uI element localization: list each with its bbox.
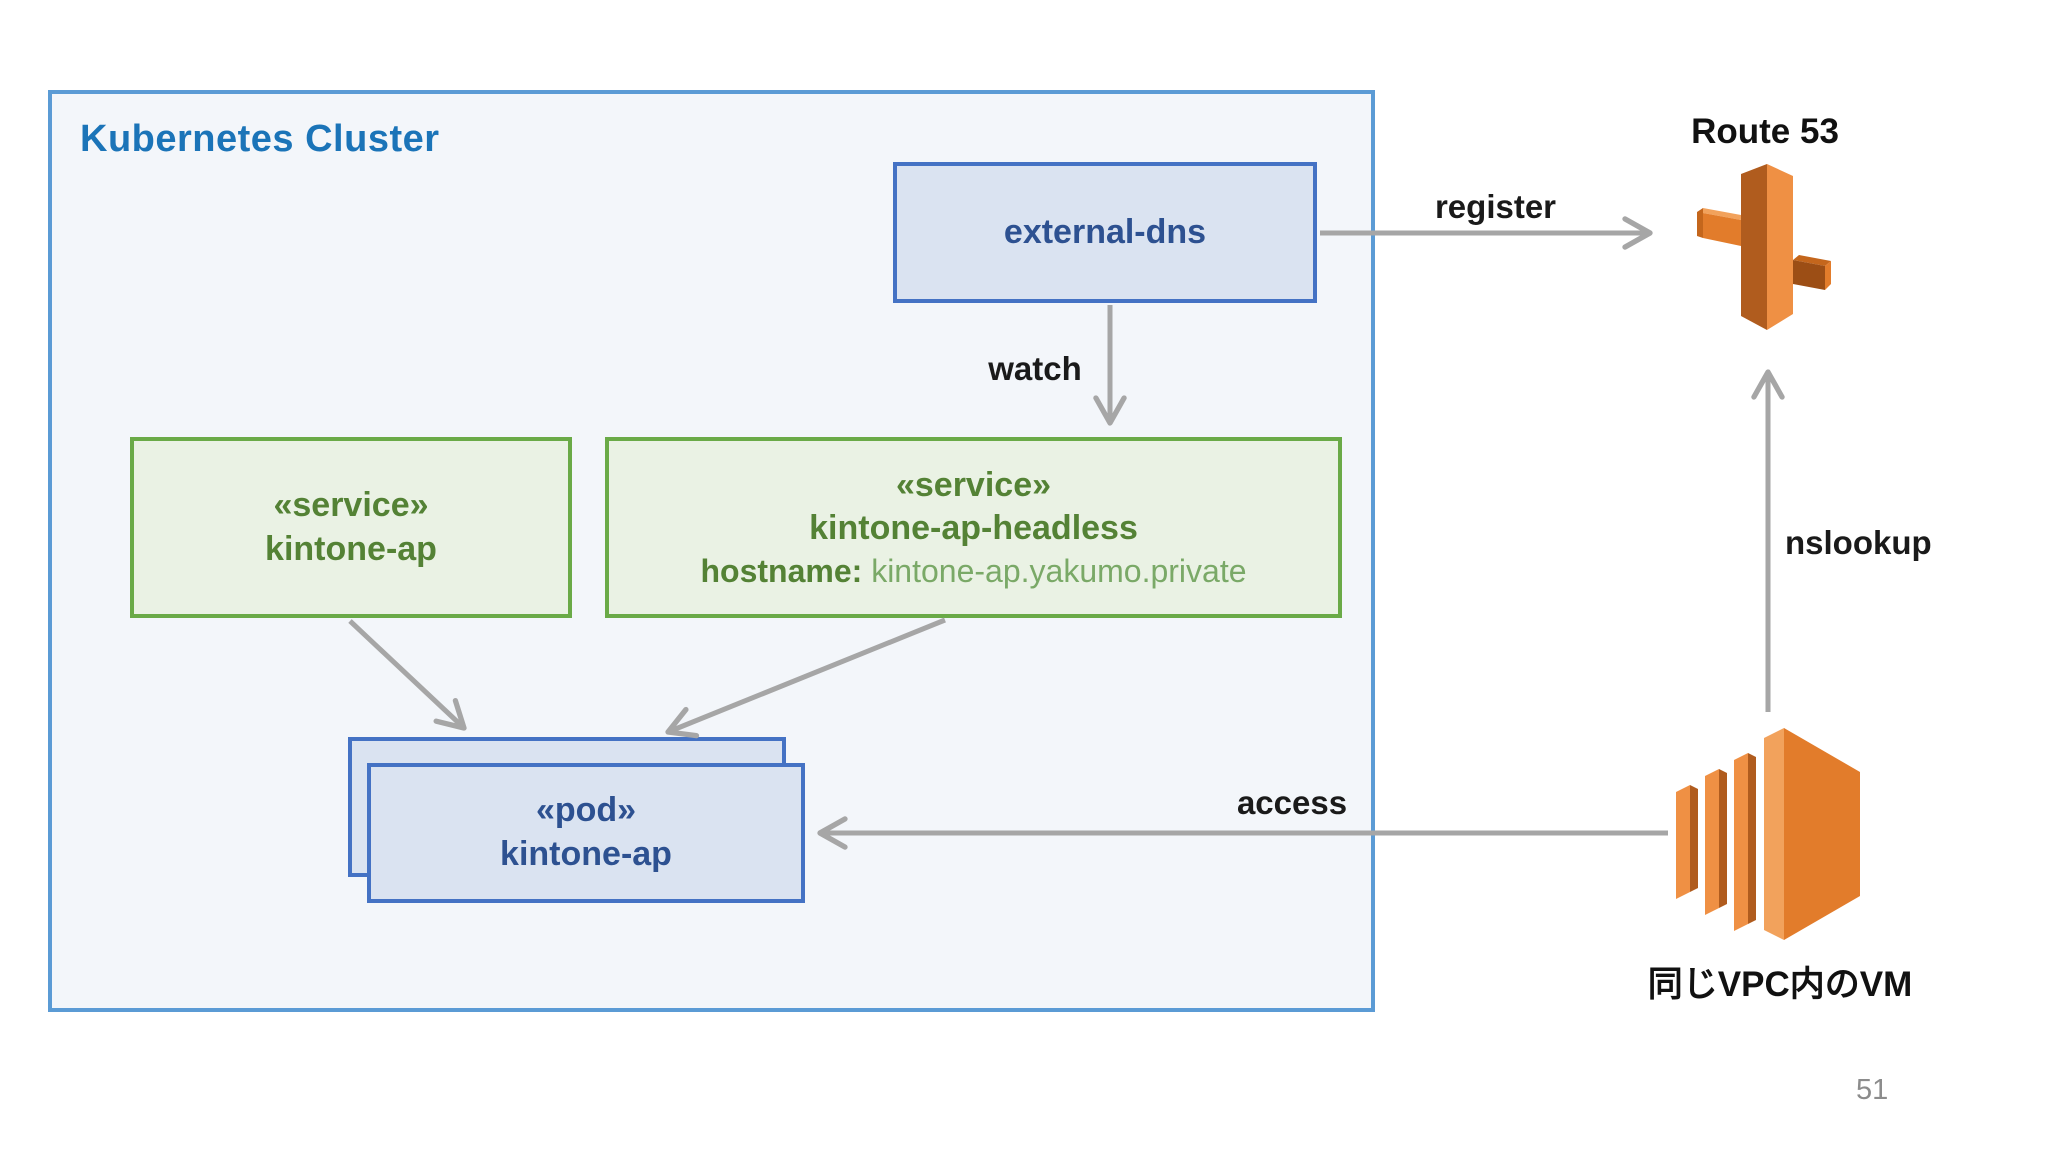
external-dns-label: external-dns bbox=[1003, 212, 1207, 251]
service-name: kintone-ap bbox=[265, 529, 437, 568]
vm-label: 同じVPC内のVM bbox=[1647, 965, 1913, 1004]
route53-right-arm-cap bbox=[1825, 261, 1831, 290]
vm-block-main-face bbox=[1784, 728, 1860, 940]
route53-left-arm-front bbox=[1703, 213, 1741, 246]
route53-left-arm-top bbox=[1703, 208, 1741, 220]
service-kintone-ap-node: «service» kintone-ap bbox=[130, 437, 572, 618]
service-name: kintone-ap-headless bbox=[809, 509, 1138, 548]
vm-slat2-side bbox=[1719, 769, 1727, 908]
vm-block-left-face bbox=[1764, 728, 1784, 940]
route53-post-right-face bbox=[1767, 164, 1793, 330]
service-kintone-ap-headless-node: «service» kintone-ap-headless hostname: … bbox=[605, 437, 1342, 618]
pod-name: kintone-ap bbox=[500, 835, 672, 873]
cluster-title: Kubernetes Cluster bbox=[80, 118, 440, 160]
route53-right-arm-front bbox=[1793, 260, 1825, 290]
access-label: access bbox=[1236, 784, 1348, 821]
route53-label: Route 53 bbox=[1691, 112, 1839, 151]
nslookup-label: nslookup bbox=[1785, 524, 1932, 561]
pod-stereotype: «pod» bbox=[535, 791, 637, 830]
ec2-vm-icon bbox=[1676, 728, 1860, 940]
vm-slat1-side bbox=[1690, 785, 1698, 892]
vm-slat2-front bbox=[1705, 769, 1719, 915]
vm-slat1-front bbox=[1676, 785, 1690, 899]
service-stereotype: «service» bbox=[895, 465, 1052, 504]
vm-slat3-side bbox=[1748, 753, 1756, 924]
vm-slat3-front bbox=[1734, 753, 1748, 931]
external-dns-node: external-dns bbox=[893, 162, 1317, 303]
hostname-label: hostname: bbox=[700, 552, 863, 589]
route53-icon bbox=[1697, 164, 1831, 330]
route53-right-arm-top bbox=[1793, 255, 1831, 266]
service-hostname-line: hostname: kintone-ap.yakumo.private bbox=[701, 551, 1247, 592]
route53-post-left-face bbox=[1741, 164, 1767, 330]
service-stereotype: «service» bbox=[273, 485, 429, 524]
pod-kintone-ap-node: «pod» kintone-ap bbox=[367, 763, 805, 903]
route53-left-arm-cap bbox=[1697, 208, 1703, 238]
page-number: 51 bbox=[1856, 1074, 1889, 1106]
hostname-value: kintone-ap.yakumo.private bbox=[871, 552, 1247, 589]
register-label: register bbox=[1434, 188, 1557, 225]
watch-label: watch bbox=[988, 350, 1082, 387]
